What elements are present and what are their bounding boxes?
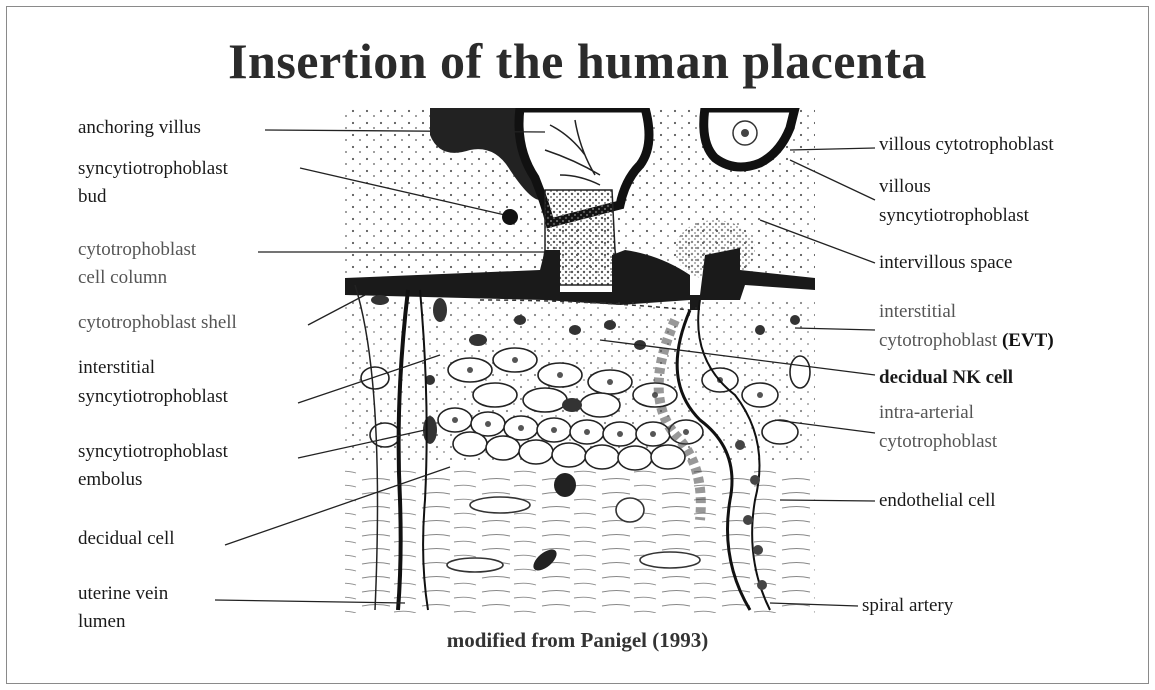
label-evt: (EVT) [1002, 330, 1054, 351]
label-syncytiotrophoblast-bud-line1: syncytiotrophoblast [78, 157, 228, 180]
label-embolus-line1: syncytiotrophoblast [78, 440, 228, 463]
label-interstitial-cyto-line1: interstitial [879, 300, 956, 323]
label-uterine-vein-line1: uterine vein [78, 582, 168, 605]
label-cell-column-line2: cell column [78, 266, 167, 289]
label-interstitial-syncytio-line1: interstitial [78, 356, 155, 379]
source-caption: modified from Panigel (1993) [0, 628, 1155, 653]
label-interstitial-cyto-line2: cytotrophoblast (EVT) [879, 329, 1054, 352]
label-intra-arterial-line1: intra-arterial [879, 401, 974, 424]
label-intervillous-space: intervillous space [879, 251, 1013, 274]
label-intra-arterial-line2: cytotrophoblast [879, 430, 997, 453]
label-syncytiotrophoblast-bud-line2: bud [78, 185, 107, 208]
label-anchoring-villus: anchoring villus [78, 116, 201, 139]
decidua-stroma [345, 470, 815, 615]
label-decidual-nk-cell: decidual NK cell [879, 366, 1013, 389]
label-embolus-line2: embolus [78, 468, 142, 491]
label-spiral-artery: spiral artery [862, 594, 953, 617]
label-cytotrophoblast-shell: cytotrophoblast shell [78, 311, 237, 334]
interstitial-cyto-text: cytotrophoblast [879, 330, 997, 351]
label-cell-column-line1: cytotrophoblast [78, 238, 196, 261]
label-villous-syncytio-line1: villous [879, 175, 931, 198]
label-decidual-cell: decidual cell [78, 527, 175, 550]
label-interstitial-syncytio-line2: syncytiotrophoblast [78, 385, 228, 408]
label-villous-syncytio-line2: syncytiotrophoblast [879, 204, 1029, 227]
label-villous-cytotrophoblast: villous cytotrophoblast [879, 133, 1054, 156]
tissue-drawing [345, 108, 815, 615]
label-endothelial-cell: endothelial cell [879, 489, 996, 512]
